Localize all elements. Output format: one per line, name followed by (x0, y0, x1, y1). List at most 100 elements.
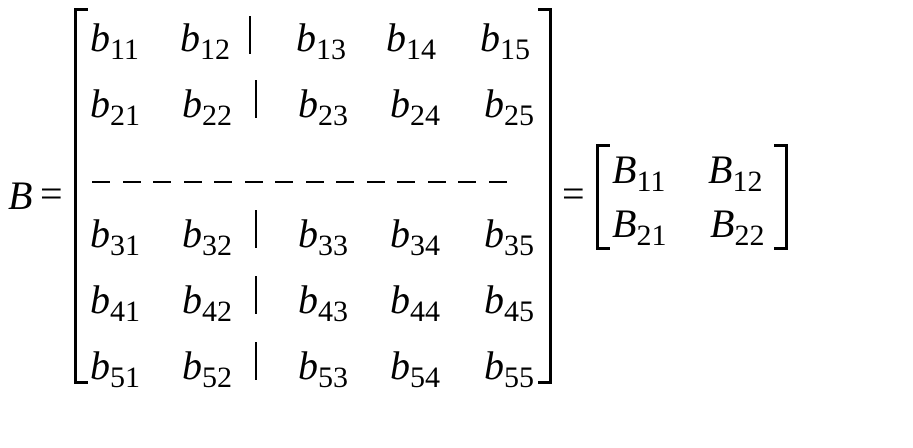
entry-subscript: 31 (110, 229, 140, 262)
dash-segment (244, 181, 263, 183)
matrix-entry: b24 (390, 81, 440, 131)
matrix-entry: b52 (182, 343, 232, 393)
entry-subscript: 35 (504, 229, 534, 262)
matrix-entry: b34 (390, 211, 440, 261)
partition-bar (255, 210, 257, 248)
entry-base: b (182, 81, 202, 126)
matrix-entry: b44 (390, 277, 440, 327)
matrix-entry: b23 (298, 81, 348, 131)
dash-segment (427, 181, 446, 183)
entry-subscript: 53 (318, 361, 348, 394)
entry-base: b (180, 15, 200, 60)
entry-base: b (484, 81, 504, 126)
entry-base: b (298, 211, 318, 256)
entry-base: b (182, 277, 202, 322)
equals-sign-2: = (562, 171, 585, 216)
block-entry-base: B (612, 147, 637, 192)
entry-subscript: 45 (504, 295, 534, 328)
matrix-entry: b43 (298, 277, 348, 327)
entry-base: b (298, 343, 318, 388)
matrix-entry: b51 (90, 343, 140, 393)
matrix-entry: b25 (484, 81, 534, 131)
entry-subscript: 14 (406, 33, 436, 66)
entry-base: b (390, 343, 410, 388)
entry-base: b (298, 81, 318, 126)
dash-segment (122, 181, 141, 183)
entry-subscript: 43 (318, 295, 348, 328)
lhs-symbol: B (8, 173, 33, 218)
block-entry: B21 (612, 201, 666, 251)
block-entry-subscript: 21 (636, 219, 667, 252)
block-entry-subscript: 11 (636, 165, 666, 198)
block-entry-subscript: 12 (732, 165, 763, 198)
entry-base: b (90, 15, 110, 60)
block-entry: B12 (708, 147, 762, 197)
dash-segment (92, 181, 110, 183)
dash-segment (336, 181, 354, 183)
block-entry-subscript: 22 (734, 219, 765, 252)
partition-bar (255, 342, 257, 380)
matrix-entry: b12 (180, 15, 230, 65)
entry-subscript: 42 (202, 295, 232, 328)
block-entry: B11 (612, 147, 665, 197)
dash-segment (183, 181, 202, 183)
entry-subscript: 54 (410, 361, 440, 394)
entry-subscript: 51 (110, 361, 140, 394)
matrix-entry: b22 (182, 81, 232, 131)
left-bracket-matrix-b (74, 8, 88, 384)
matrix-entry: b54 (390, 343, 440, 393)
entry-base: b (390, 81, 410, 126)
entry-base: b (480, 15, 500, 60)
dash-segment (153, 181, 171, 183)
matrix-entry: b33 (298, 211, 348, 261)
block-entry: B22 (710, 201, 764, 251)
matrix-entry: b31 (90, 211, 140, 261)
block-entry-base: B (612, 201, 637, 246)
entry-subscript: 55 (504, 361, 534, 394)
entry-base: b (90, 211, 110, 256)
entry-base: b (484, 211, 504, 256)
dash-segment (275, 181, 293, 183)
entry-base: b (182, 343, 202, 388)
entry-subscript: 32 (202, 229, 232, 262)
block-entry-base: B (708, 147, 733, 192)
matrix-entry: b53 (298, 343, 348, 393)
dash-segment (458, 181, 476, 183)
left-bracket-block-matrix (596, 144, 610, 250)
entry-base: b (390, 211, 410, 256)
entry-subscript: 25 (504, 99, 534, 132)
dash-segment (488, 181, 507, 183)
dash-segment (305, 181, 324, 183)
entry-base: b (298, 277, 318, 322)
entry-base: b (386, 15, 406, 60)
matrix-entry: b15 (480, 15, 530, 65)
entry-subscript: 13 (316, 33, 346, 66)
entry-subscript: 21 (110, 99, 140, 132)
entry-subscript: 22 (202, 99, 232, 132)
entry-subscript: 41 (110, 295, 140, 328)
entry-subscript: 12 (200, 33, 230, 66)
entry-base: b (90, 343, 110, 388)
dash-segment (214, 181, 232, 183)
entry-base: b (390, 277, 410, 322)
entry-subscript: 23 (318, 99, 348, 132)
entry-subscript: 44 (410, 295, 440, 328)
entry-subscript: 11 (110, 33, 139, 66)
partition-bar (255, 80, 257, 118)
partition-bar (255, 276, 257, 314)
matrix-entry: b32 (182, 214, 232, 261)
dash-segment (397, 181, 415, 183)
matrix-entry: b42 (182, 277, 232, 327)
entry-base: b (90, 81, 110, 126)
matrix-entry: b11 (90, 15, 139, 65)
entry-subscript: 52 (202, 361, 232, 394)
right-bracket-matrix-b (538, 8, 552, 384)
entry-subscript: 24 (410, 99, 440, 132)
matrix-entry: b41 (90, 277, 140, 327)
entry-base: b (90, 277, 110, 322)
equals-sign: = (40, 171, 63, 216)
block-entry-base: B (710, 201, 735, 246)
entry-base: b (484, 343, 504, 388)
matrix-entry: b14 (386, 15, 436, 65)
